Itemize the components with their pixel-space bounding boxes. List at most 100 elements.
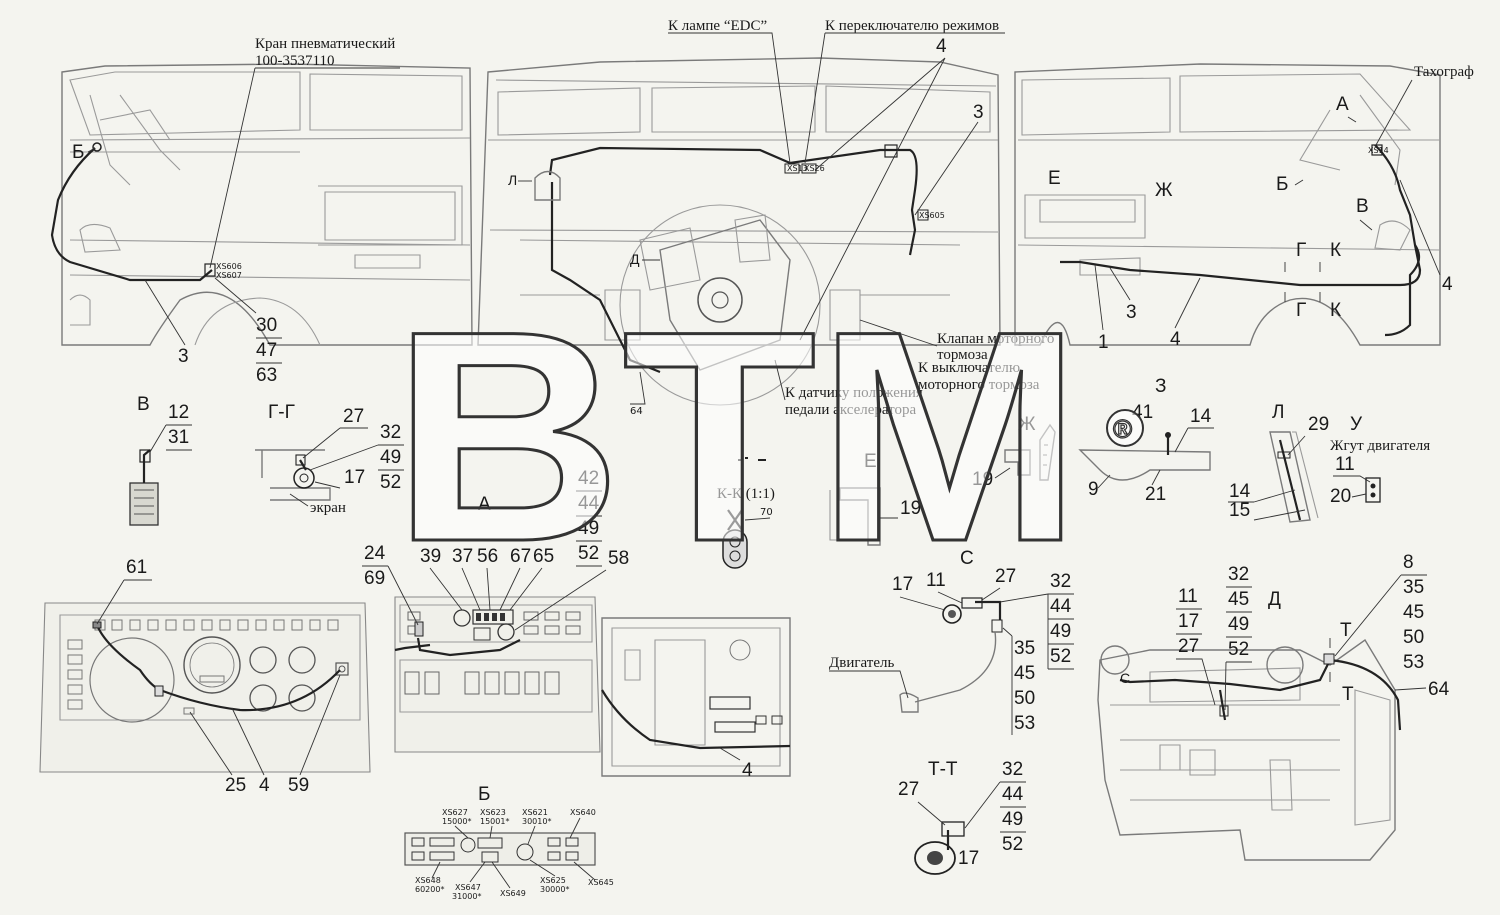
callout-number-37: 37 [452,546,473,567]
d-callout-45b: 45 [1403,602,1424,623]
l-callout-15: 15 [1229,500,1250,521]
connector-xs647-code: 31000* [452,892,481,901]
c-callout-35: 35 [1014,638,1035,659]
section-marker-e-top: Е [1048,168,1061,189]
detail-c: С 17 11 27 32 44 49 52 35 45 50 53 Двига… [829,548,1074,735]
d-callout-11: 11 [1178,586,1198,607]
gg-callout-52: 52 [380,472,401,493]
connector-xs627-code: 15000* [442,817,471,826]
tt-callout-17: 17 [958,848,979,869]
callout-pedal-sensor-line2: педали акселератора [785,402,917,418]
callout-engine: Двигатель [829,655,894,671]
callout-number-4-top: 4 [936,36,947,57]
detail-u: У Жгут двигателя 11 20 [1330,414,1430,507]
d-callout-50: 50 [1403,627,1424,648]
detail-t-t: Т-Т 27 32 44 49 52 17 [898,759,1026,875]
view-title-z: З [1155,376,1166,397]
d-callout-52: 52 [1228,639,1249,660]
connector-xs648: XS648 [415,876,441,885]
a-callout-49: 49 [578,518,599,539]
z-callout-14: 14 [1190,406,1212,427]
c-callout-27: 27 [995,566,1016,587]
u-callout-20: 20 [1330,486,1351,507]
u-callout-11: 11 [1335,454,1355,475]
callout-pneumatic-valve-title: Кран пневматический [255,36,395,52]
tt-callout-52: 52 [1002,834,1023,855]
c-callout-17: 17 [892,574,913,595]
c-callout-44: 44 [1050,596,1072,617]
gg-callout-27: 27 [343,406,364,427]
callout-number-70: 70 [760,507,773,518]
callout-number-39: 39 [420,546,441,567]
z-callout-9: 9 [1088,479,1099,500]
c-callout-45: 45 [1014,663,1035,684]
callout-number-1-right: 1 [1098,332,1109,353]
section-marker-zh-top: Ж [1155,180,1173,201]
tt-callout-49: 49 [1002,809,1023,830]
callout-pedal-sensor-line1: К датчику положения [785,385,923,401]
a-callout-44: 44 [578,493,600,514]
callout-tachograph: Тахограф [1414,64,1474,80]
view-title-u: У [1350,414,1363,435]
z-callout-21: 21 [1145,484,1166,505]
callout-number-47: 47 [256,340,277,361]
callout-number-64-small: 64 [630,406,643,417]
l-callout-29: 29 [1308,414,1329,435]
d-callout-17: 17 [1178,611,1199,632]
view-title-e: Е [864,451,877,472]
section-marker-k1: К [1330,240,1341,261]
connector-xs621: XS621 [522,808,548,817]
connector-xs13: XS13 [787,164,808,173]
view-title-k-k: К-К (1:1) [717,486,775,502]
callout-number-3-right: 3 [1126,302,1137,323]
view-title-c: С [960,548,974,569]
section-marker-b-left: Б [72,142,84,163]
tt-callout-32: 32 [1002,759,1023,780]
c-callout-49: 49 [1050,621,1071,642]
section-marker-t2: Т [1342,684,1354,705]
e-callout-19: 19 [900,498,921,519]
callout-number-4-dash: 4 [259,775,270,796]
c-callout-32: 32 [1050,571,1071,592]
callout-screen: экран [310,500,346,516]
view-title-b: Б [478,784,490,805]
view-title-g-g: Г-Г [268,402,295,423]
detail-v: В 12 31 [129,394,192,526]
view-title-v: В [137,394,150,415]
connector-xs648-code: 60200* [415,885,444,894]
detail-z: З 41 14 9 21 [1078,376,1214,505]
connector-xs623-code: 15001* [480,817,509,826]
l-callout-14: 14 [1229,481,1251,502]
callout-number-4-mid: 4 [742,760,753,781]
d-callout-32: 32 [1228,564,1249,585]
c-callout-50: 50 [1014,688,1035,709]
section-marker-l-top: Л [508,172,517,188]
callout-number-58: 58 [608,548,629,569]
zh-callout-19: 19 [972,469,993,490]
connector-xs621-code: 30010* [522,817,551,826]
callout-brake-switch-line2: моторного тормоза [918,377,1040,393]
section-marker-k2: К [1330,300,1341,321]
registered-mark: ® [1113,414,1132,444]
callout-number-25: 25 [225,775,246,796]
view-title-a: А [478,494,491,515]
callout-lamp-edc: К лампе “EDC” [668,18,767,34]
c-callout-52: 52 [1050,646,1071,667]
callout-number-56: 56 [477,546,498,567]
callout-number-69: 69 [364,568,385,589]
d-callout-53: 53 [1403,652,1424,673]
c-callout-11: 11 [926,570,946,591]
a-callout-52: 52 [578,543,599,564]
callout-number-30: 30 [256,315,277,336]
center-cab-view: XS13 XS26 XS605 Л Д [477,57,1001,406]
callout-number-3-left: 3 [178,346,189,367]
d-callout-64: 64 [1428,679,1450,700]
c-callout-53: 53 [1014,713,1035,734]
d-callout-35: 35 [1403,577,1424,598]
section-marker-d-top: Д [630,251,640,267]
connector-xs14: XS14 [1368,146,1389,155]
gg-callout-49: 49 [380,447,401,468]
callout-number-65: 65 [533,546,554,567]
detail-zh: Ж 19 [972,414,1056,490]
callout-brake-valve-line1: Клапан моторного [937,331,1054,347]
